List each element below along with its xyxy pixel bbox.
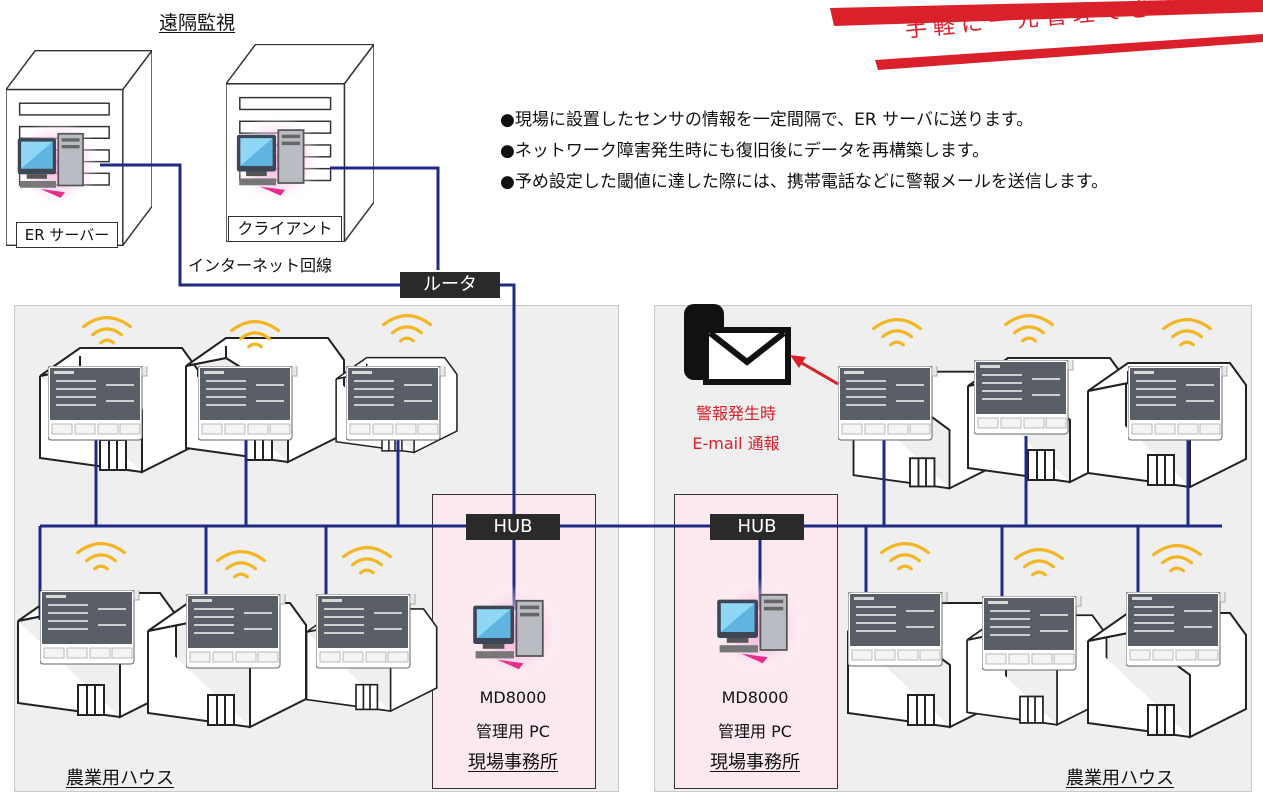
office-right-place: 現場事務所 xyxy=(710,752,800,773)
alert-label-line1: 警報発生時 xyxy=(695,404,776,423)
internet-line-label: インターネット回線 xyxy=(188,256,333,275)
client-pc-icon xyxy=(229,114,323,206)
hub-left: HUB xyxy=(466,514,560,540)
office-pc-icon-right xyxy=(710,578,806,674)
client-label: クライアント xyxy=(228,216,342,242)
phone-mail-icon xyxy=(684,304,791,385)
office-left-place: 現場事務所 xyxy=(468,752,558,773)
sensor-devices-right xyxy=(838,360,1228,671)
farm-area-left-label: 農業用ハウス xyxy=(66,768,174,789)
feature-item: ●ネットワーク障害発生時にも復旧後にデータを再構築します。 xyxy=(500,141,990,161)
office-right-model: MD8000 xyxy=(721,688,789,707)
router-label: ルータ xyxy=(400,272,500,298)
remote-monitoring-title: 遠隔監視 xyxy=(159,12,236,34)
office-left-role: 管理用 PC xyxy=(476,722,550,741)
feature-list: ●現場に設置したセンサの情報を一定間隔で、ER サーバに送ります。 ●ネットワー… xyxy=(500,105,1108,198)
farm-area-right-label: 農業用ハウス xyxy=(1066,768,1174,789)
feature-item: ●予め設定した閾値に達した際には、携帯電話などに警報メールを送信します。 xyxy=(500,172,1109,192)
banner-strokes xyxy=(830,0,1263,70)
alert-arrow xyxy=(790,355,839,386)
sensor-devices-left xyxy=(40,366,446,669)
hub-right: HUB xyxy=(710,514,804,540)
office-right-role: 管理用 PC xyxy=(718,722,792,741)
er-server-pc-icon xyxy=(10,118,102,208)
feature-item: ●現場に設置したセンサの情報を一定間隔で、ER サーバに送ります。 xyxy=(500,110,1034,130)
office-pc-icon-left xyxy=(466,584,562,680)
office-left-model: MD8000 xyxy=(479,688,547,707)
er-server-label: ER サーバー xyxy=(16,222,118,248)
alert-label-line2: E-mail 通報 xyxy=(692,434,780,453)
